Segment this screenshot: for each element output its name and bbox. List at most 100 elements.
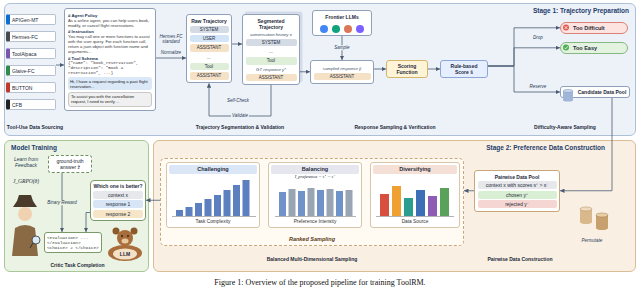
assistant-bubble: To assist you with the cancellation requ… (68, 92, 152, 107)
answer-box: ground-truth answer ẑ (48, 155, 92, 173)
source-list: APIGen-MT Hermes-FC ToolAlpacaGlaive-FC BUT… (6, 14, 56, 116)
response-box: sampled response ŷ ASSISTANT (310, 60, 374, 84)
message-text: To assist you with the cancellation requ… (71, 94, 149, 104)
edge-label: Drop (532, 35, 544, 40)
box-text: chosen y⁺ (478, 191, 557, 199)
annotation: Self-Check (222, 98, 254, 103)
turn-row: ... (190, 54, 229, 61)
group-title: Ranked Sampling (163, 236, 461, 243)
edge-label: Reserve (529, 84, 548, 89)
histogram: BalancingI_preference = s⁺ − s⁻ Preferenc… (268, 162, 362, 228)
question-box: Which one is better? context xresponse 1 r… (90, 180, 146, 221)
box-title: Rule-based Score ŝ (443, 63, 485, 75)
turn-row: Segmented Trajectory (246, 18, 297, 30)
drop-tag: Too Easy (560, 42, 628, 54)
annotation: Permutate (568, 238, 616, 243)
box-title: Candidate Data Pool (577, 89, 627, 95)
prompt-text: # Tool Schema (68, 56, 152, 61)
prompt-card: # Agent PolicyAs a airline agent, you ca… (64, 8, 156, 111)
score-box: Rule-based Score ŝ (440, 60, 488, 78)
annotation: Learn from Feedback (7, 156, 45, 168)
prompt-text: # Instruction (68, 29, 152, 34)
histogram: ChallengingTask Complexity (166, 162, 260, 228)
chart-text: Preference Intensity (271, 219, 359, 225)
prompt-text: # Agent Policy (68, 13, 152, 18)
model-box: Frontier LLMs (312, 10, 372, 36)
figure-caption: Figure 1: Overview of the proposed pipel… (0, 278, 640, 288)
figure-label: LLM (110, 251, 140, 257)
section-label: Tool-Use Data Sourcing (3, 124, 67, 130)
edge-label: Binary Reward (46, 200, 78, 205)
panel-title: Stage 2: Preference Data Construction (160, 144, 605, 152)
source-name: Hermes-FC (6, 31, 56, 42)
chart-text: I_preference = s⁺ − s⁻ (271, 174, 359, 179)
source-name: APIGen-MT (6, 14, 56, 25)
section-label: Response Sampling & Verification (330, 124, 460, 130)
box-text: response 2 (93, 210, 143, 218)
box-text: response 1 (93, 200, 143, 208)
turn-row: Raw Trajectory (190, 18, 229, 24)
turn-row: Tool (190, 63, 229, 70)
section-label: Balanced Multi-Dimensional Sampling (200, 256, 424, 262)
trajectory-box: Raw TrajectorySYSTEM USER ASSISTANT... Tool… (186, 14, 232, 83)
turn-row: ASSISTANT (246, 74, 297, 81)
sampling-group: Ranked Sampling ChallengingTask Complexit… (160, 158, 464, 246)
section-label: Critic Task Completion (10, 262, 145, 268)
annotation: Hermes FC standard (157, 34, 185, 45)
turn-row: SYSTEM (246, 39, 297, 46)
drop-tag: Too Difficult (560, 22, 628, 34)
tag-text: Too Easy (573, 45, 624, 52)
turn-row: conversation history x (246, 32, 297, 37)
box-text: ground-truth answer ẑ (51, 158, 89, 170)
user-bubble: Hi, I have a request regarding a past fl… (68, 77, 152, 90)
chart-text: Data Source (373, 219, 457, 225)
box-title: Frontier LLMs (316, 14, 369, 20)
prompt-text: You may call one or more functions to as… (68, 34, 152, 54)
box-text: context x (93, 191, 143, 199)
turn-row: sampled response ŷ (314, 66, 371, 71)
chart-text: Task Complexity (169, 219, 257, 225)
stage-panel: Stage 1: Trajectory PreparationAPIGen-MT… (4, 3, 636, 136)
section-label: Pairwise Data Construction (460, 256, 580, 262)
output-box: <evaluation> ... </evaluation><choice> 2… (44, 232, 102, 253)
source-name: CFB (6, 99, 56, 110)
turn-row: ASSISTANT (314, 73, 371, 80)
prompt-text: As a airline agent, you can help users b… (68, 18, 152, 28)
message-text: Hi, I have a request regarding a past fl… (70, 79, 150, 89)
chart-text: Balancing (271, 165, 359, 174)
box-text: context x with scores s⁺ > s⁻ (478, 181, 557, 189)
turn-row: ... (246, 48, 297, 55)
section-label: Trajectory Segmentation & Validation (170, 124, 310, 130)
data-pool: Candidate Data Pool (560, 86, 630, 98)
panel-title: Stage 1: Trajectory Preparation (11, 7, 629, 15)
box-title: Scoring Function (389, 63, 425, 75)
section-label: Difficulty-Aware Sampling (510, 124, 620, 130)
stage-panel: Stage 2: Preference Data ConstructionRan… (153, 140, 636, 272)
turn-row: ASSISTANT (190, 44, 229, 51)
histogram: DiversifyingData Source (370, 162, 460, 228)
box-text: Which one is better? (93, 183, 143, 189)
tag-text: Too Difficult (573, 25, 624, 32)
turn-row: USER (190, 35, 229, 42)
chart-text: Diversifying (373, 165, 457, 174)
output-text: <evaluation> ... </evaluation> (47, 235, 99, 245)
panel-title: Model Training (11, 144, 142, 152)
formula: J_GRPO(θ) (7, 178, 45, 185)
trajectory-box: Segmented Trajectory conversation history… (242, 14, 300, 85)
turn-row: ASSISTANT (190, 72, 229, 79)
box-text: Pairwise Data Pool (478, 174, 557, 180)
edge-label: Normalize (160, 50, 182, 55)
turn-row: GT response y* (246, 67, 297, 72)
source-name: BUTTON (6, 82, 56, 93)
source-name: ToolAlpaca (6, 48, 56, 59)
turn-row: Tool (246, 57, 297, 64)
data-pool: Pairwise Data Poolcontext x with scores … (474, 170, 560, 212)
turn-row: SYSTEM (190, 26, 229, 33)
edge-label: Validate (231, 113, 249, 118)
edge-label: Sample (333, 45, 350, 50)
source-name: Glaive-FC (6, 65, 56, 76)
output-text: <choice> 2 </choice> (47, 245, 99, 250)
box-text: rejected y⁻ (478, 200, 557, 208)
